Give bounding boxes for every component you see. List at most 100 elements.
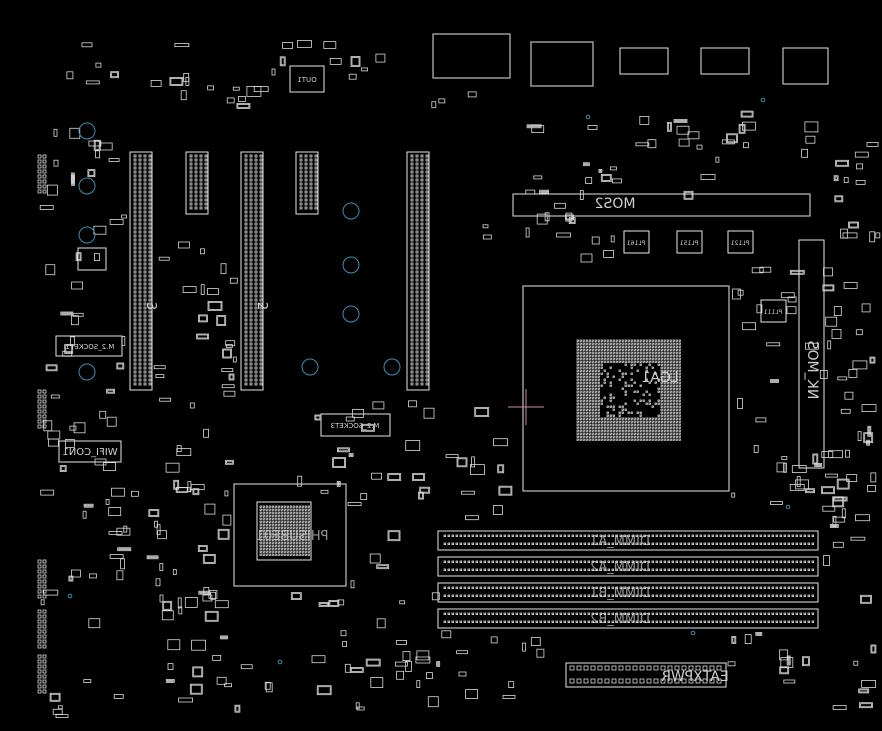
smd-part xyxy=(441,630,452,639)
smd-part xyxy=(45,364,58,372)
pcie-pin xyxy=(420,322,424,326)
bga-pad xyxy=(283,511,286,514)
dimm-pin xyxy=(455,568,459,572)
pcie-pin xyxy=(133,278,137,282)
lga-pad xyxy=(651,405,654,408)
smd-part xyxy=(867,484,876,492)
bga-pad xyxy=(304,529,307,532)
pcie-pin xyxy=(425,302,429,306)
pcie-pin xyxy=(133,230,137,234)
lga-pad xyxy=(648,426,651,429)
atx-pin xyxy=(702,665,708,671)
lga-pad xyxy=(639,420,642,423)
bga-pad xyxy=(298,532,301,535)
lga-pad xyxy=(675,408,678,411)
smd-pad xyxy=(849,222,858,228)
lga-pad xyxy=(657,357,660,360)
lga-pad xyxy=(600,372,603,375)
bga-pad xyxy=(262,547,265,550)
dimm-pin xyxy=(679,586,683,590)
smd-part xyxy=(857,431,862,442)
pcie-pin xyxy=(133,254,137,258)
lga-pad xyxy=(642,420,645,423)
bga-pad xyxy=(295,526,298,529)
bga-pad xyxy=(262,535,265,538)
dimm-pin xyxy=(559,620,563,624)
pcie-pin xyxy=(304,206,308,210)
header-pin xyxy=(42,574,47,579)
dimm-pin xyxy=(723,620,727,624)
smd-part xyxy=(83,679,92,683)
pcie-pin xyxy=(415,270,419,274)
smd-part xyxy=(802,656,810,667)
lga-pad xyxy=(642,345,645,348)
lga-pad xyxy=(615,417,618,420)
pcie-pin xyxy=(133,362,137,366)
smd-part xyxy=(222,348,232,359)
pcie-pin xyxy=(254,370,258,374)
pcie-pin xyxy=(410,326,414,330)
smd-part xyxy=(113,694,124,699)
pcie-pin xyxy=(304,190,308,194)
pcie-pin xyxy=(425,282,429,286)
smd-part xyxy=(282,42,294,49)
lga-pad xyxy=(672,399,675,402)
lga-pad xyxy=(618,354,621,357)
mos-right-heatsink xyxy=(798,239,825,469)
dimm-pin xyxy=(795,612,799,616)
dimm-pin xyxy=(767,568,771,572)
pcie-pin xyxy=(143,194,147,198)
lga-pad xyxy=(603,420,606,423)
dimm-pin xyxy=(567,594,571,598)
smd-part xyxy=(232,86,240,91)
bga-pad xyxy=(265,541,268,544)
dimm-pin xyxy=(707,620,711,624)
lga-pad xyxy=(630,342,633,345)
bga-pad xyxy=(262,550,265,553)
pcie-pin xyxy=(299,186,303,190)
bga-pad xyxy=(265,550,268,553)
dimm-pin xyxy=(643,620,647,624)
smd-part xyxy=(860,594,872,604)
pcie-pin xyxy=(148,338,152,342)
header-pin xyxy=(42,629,47,634)
lga-pad xyxy=(636,354,639,357)
lga-pad xyxy=(663,423,666,426)
choke-pl161 xyxy=(623,230,650,254)
lga-pad xyxy=(594,372,597,375)
dimm-pin xyxy=(647,620,651,624)
smd-pad xyxy=(756,633,762,635)
lga-pad xyxy=(630,363,633,366)
pcie-pin xyxy=(138,310,142,314)
pcie-pin xyxy=(199,154,203,158)
lga-pad xyxy=(621,360,624,363)
pcie-pin xyxy=(259,274,263,278)
lga-pad xyxy=(618,426,621,429)
lga-pad xyxy=(675,414,678,417)
dimm-pin xyxy=(715,612,719,616)
lga-pad xyxy=(663,438,666,441)
dimm-pin xyxy=(803,612,807,616)
smd-part xyxy=(823,555,830,566)
pcie-pin xyxy=(143,322,147,326)
dimm-pin xyxy=(771,568,775,572)
bga-pad xyxy=(304,514,307,517)
lga-pad xyxy=(630,348,633,351)
lga-pad xyxy=(672,396,675,399)
dimm-pin xyxy=(591,612,595,616)
lga-pad xyxy=(666,426,669,429)
lga-pad xyxy=(576,387,579,390)
wifi-label: WIFI_CON1 xyxy=(62,447,117,458)
smd-part xyxy=(224,683,233,688)
lga-pad xyxy=(666,348,669,351)
lga-pad xyxy=(660,438,663,441)
dimm-pin xyxy=(563,560,567,564)
dimm-pin xyxy=(771,594,775,598)
mounting-holes xyxy=(67,97,791,665)
lga-pad xyxy=(588,417,591,420)
pcie-pin xyxy=(244,382,248,386)
header-pin xyxy=(42,634,47,639)
bga-pad xyxy=(268,523,271,526)
pcie-pin xyxy=(133,182,137,186)
dimm-pin xyxy=(575,534,579,538)
